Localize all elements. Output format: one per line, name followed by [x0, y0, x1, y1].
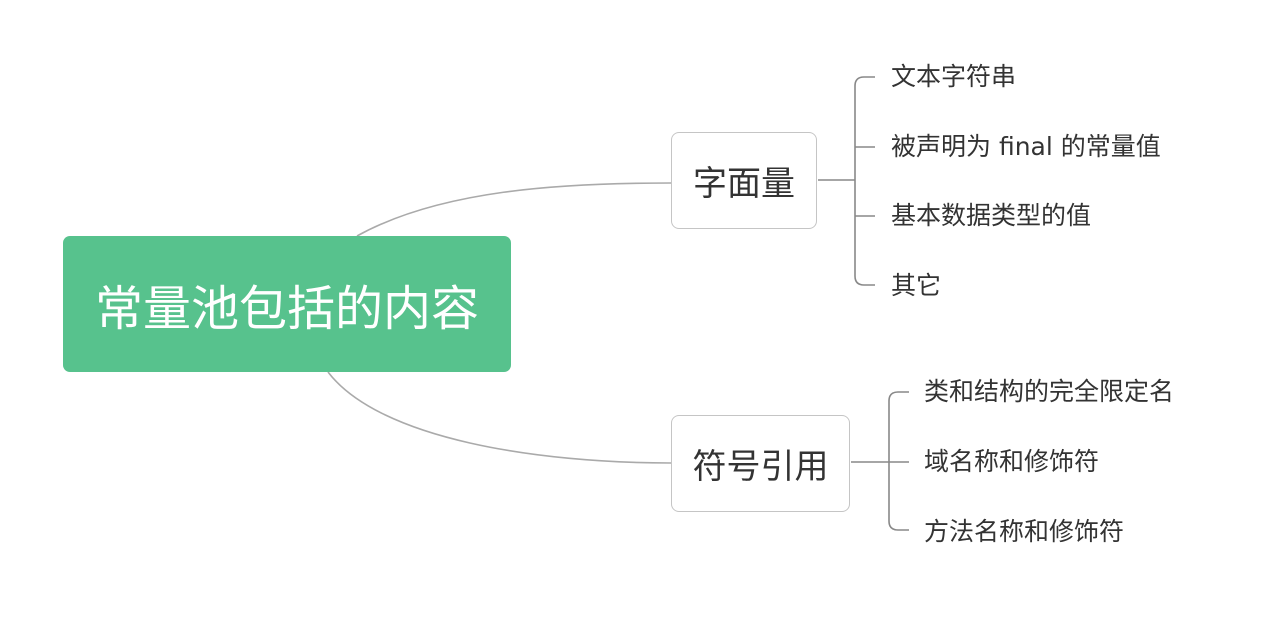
- topic-symbolic-reference[interactable]: 符号引用: [671, 415, 850, 512]
- subtopic-primitive-values[interactable]: 基本数据类型的值: [891, 201, 1092, 230]
- subtopic-final-constant[interactable]: 被声明为 final 的常量值: [891, 132, 1161, 161]
- subtopic-field-names[interactable]: 域名称和修饰符: [924, 447, 1100, 476]
- topic-literal-label: 字面量: [693, 164, 795, 204]
- topic-symbolic-reference-label: 符号引用: [692, 447, 829, 487]
- connector-root-to-symbolic: [327, 371, 672, 464]
- subtopic-other[interactable]: 其它: [891, 271, 942, 300]
- subtopic-text-string[interactable]: 文本字符串: [891, 62, 1017, 91]
- subtopic-qualified-names[interactable]: 类和结构的完全限定名: [924, 377, 1175, 406]
- bracket-literal: [818, 76, 875, 286]
- connector-root-to-literal: [356, 182, 672, 237]
- bracket-symbolic: [851, 391, 909, 531]
- root-topic[interactable]: 常量池包括的内容: [63, 236, 511, 372]
- root-topic-label: 常量池包括的内容: [94, 281, 479, 337]
- subtopic-method-names[interactable]: 方法名称和修饰符: [924, 517, 1125, 546]
- topic-literal[interactable]: 字面量: [671, 132, 817, 229]
